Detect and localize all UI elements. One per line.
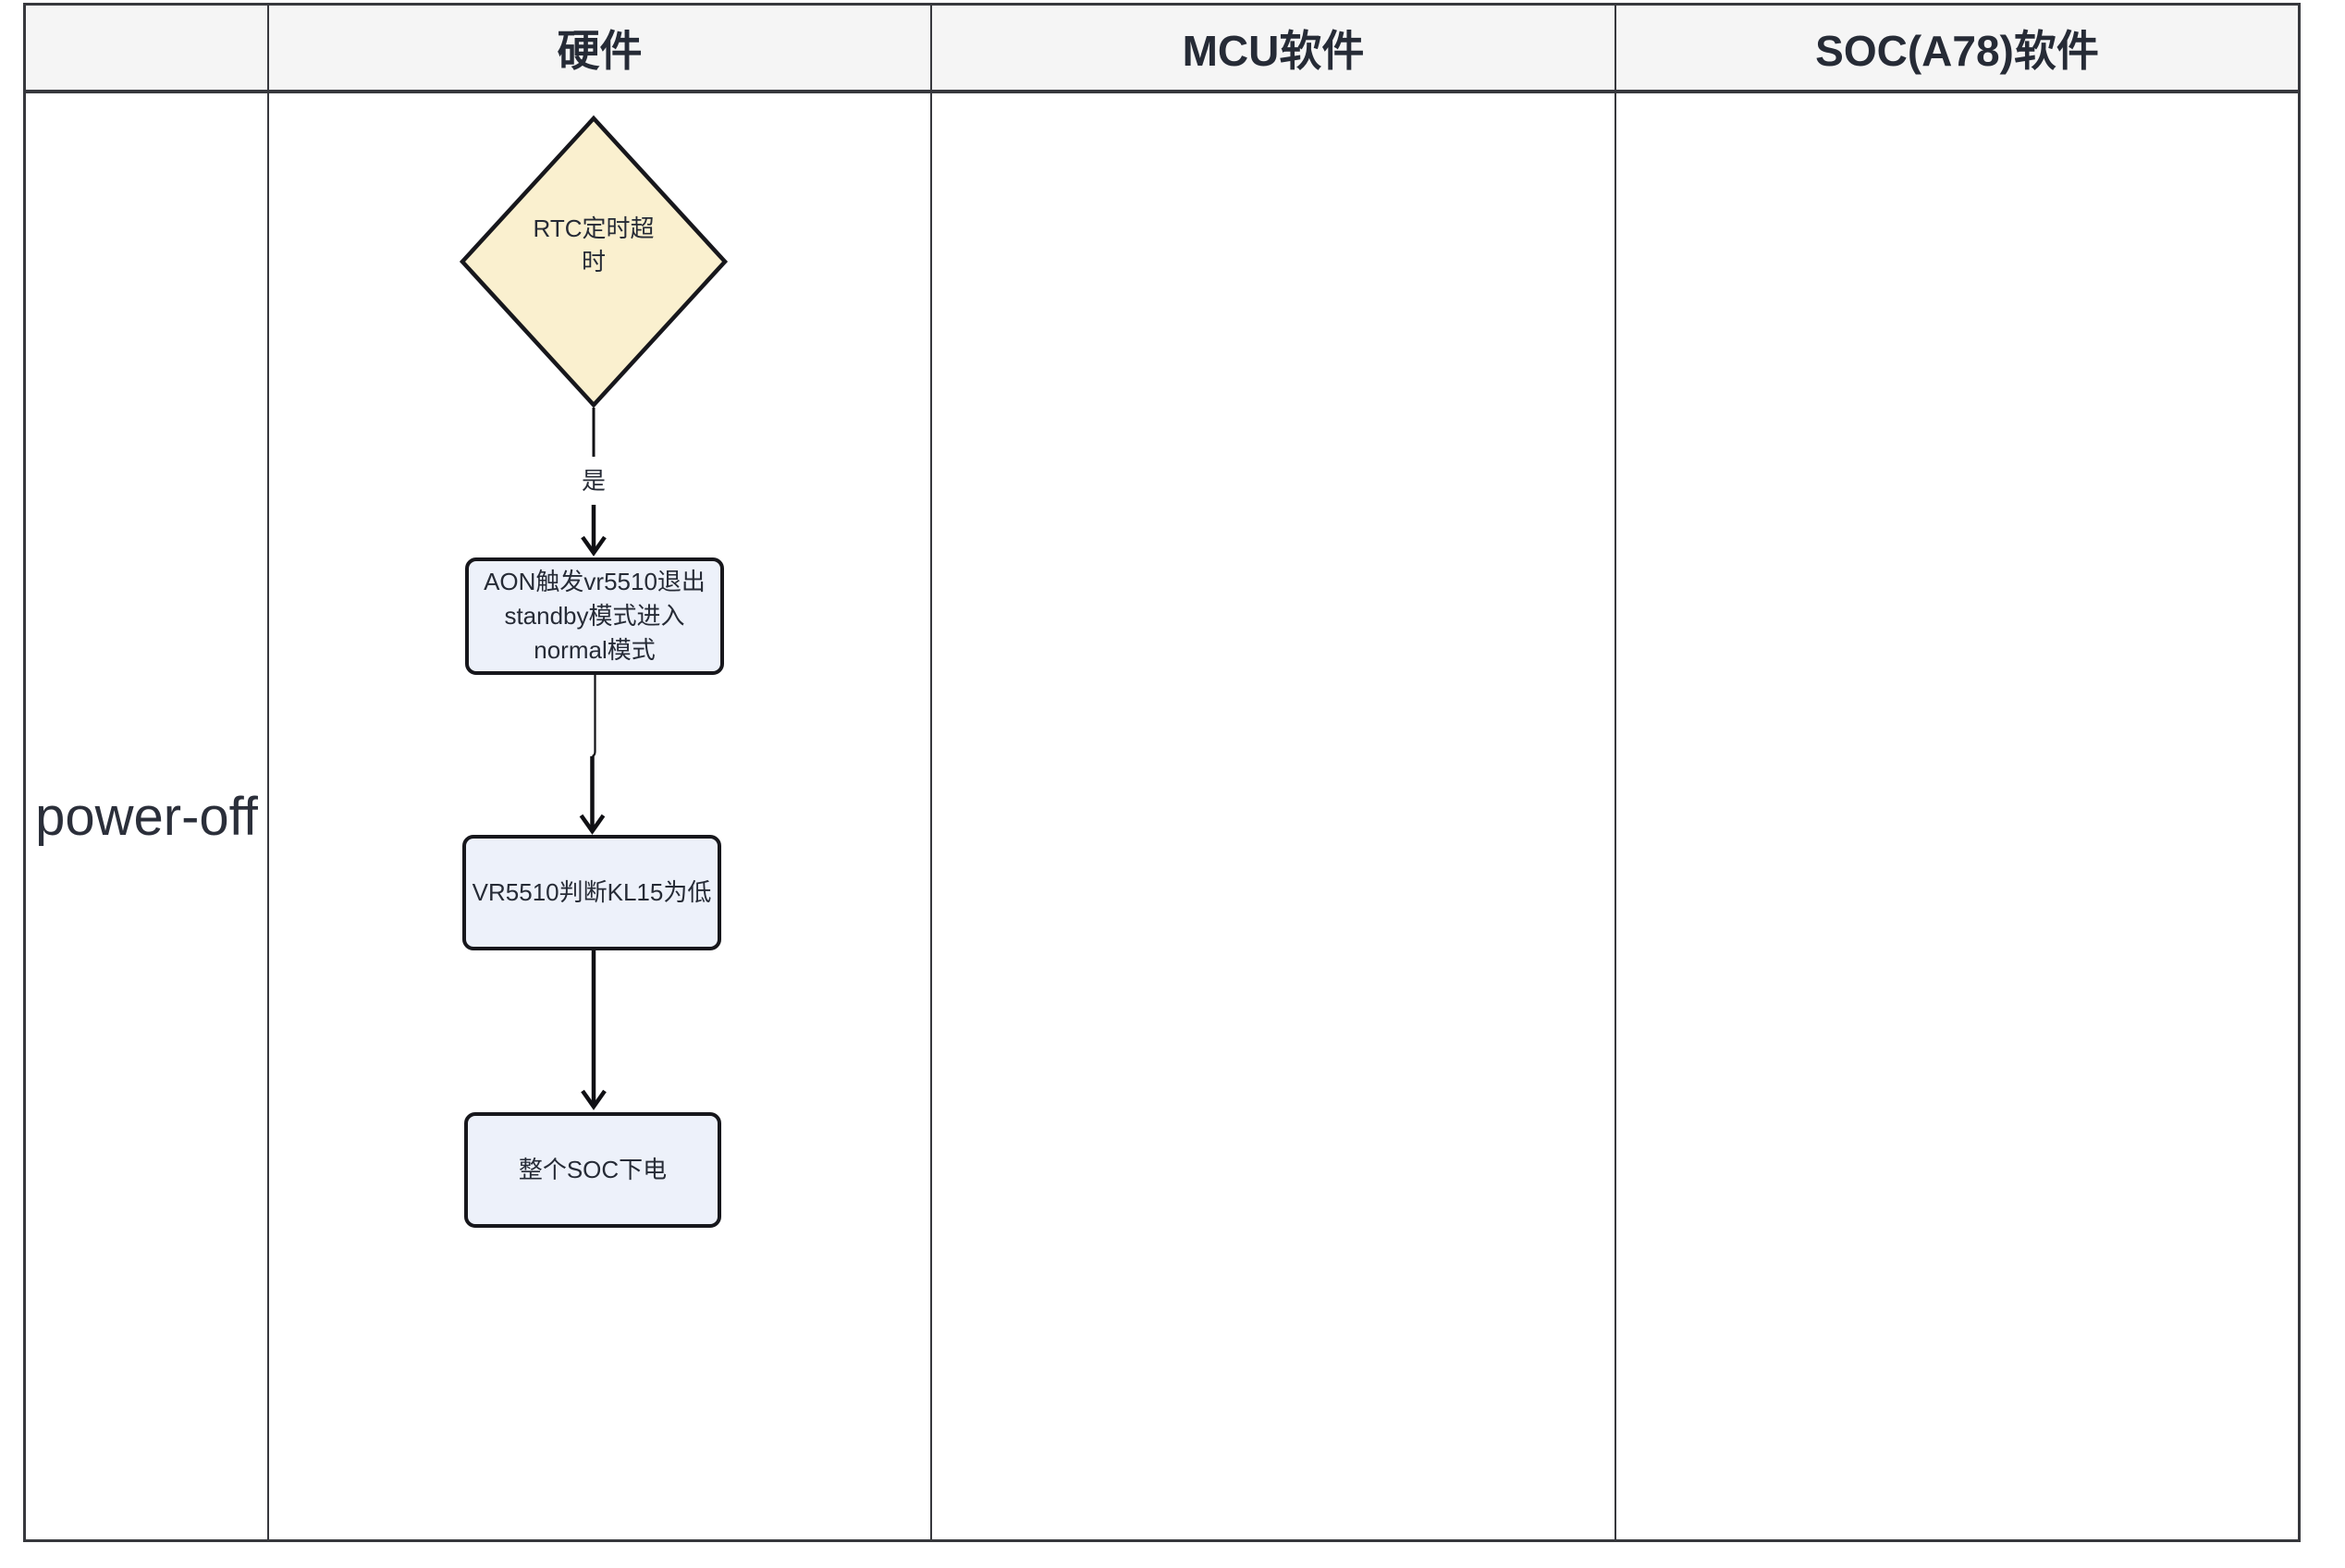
swimlane-table: 硬件 MCU软件 SOC(A78)软件 power-off	[23, 3, 2301, 1542]
lane-hardware	[269, 93, 932, 1539]
process-box-aon-wake-vr5510: AON触发vr5510退出standby模式进入normal模式	[465, 557, 724, 675]
process-box-soc-power-down: 整个SOC下电	[464, 1112, 721, 1228]
swimlane-header-row: 硬件 MCU软件 SOC(A78)软件	[26, 6, 2298, 93]
process-box-label: 整个SOC下电	[518, 1156, 668, 1183]
edge-label-yes: 是	[581, 467, 606, 495]
lane-soc-software	[1616, 93, 2298, 1539]
decision-node-rtc-timeout: RTC定时超时	[501, 180, 686, 310]
lane-mcu-software	[932, 93, 1616, 1539]
header-corner-cell	[26, 6, 269, 90]
decision-node-label: RTC定时超时	[533, 214, 655, 276]
process-box-vr5510-kl15-low: VR5510判断KL15为低	[462, 835, 721, 950]
header-cell-mcu-software: MCU软件	[932, 6, 1616, 90]
row-label-cell: power-off	[26, 93, 269, 1539]
process-box-label: VR5510判断KL15为低	[472, 878, 712, 906]
row-label-power-off: power-off	[35, 786, 258, 847]
process-box-label: AON触发vr5510退出standby模式进入normal模式	[484, 568, 706, 664]
header-cell-hardware: 硬件	[269, 6, 932, 90]
swimlane-body-row: power-off	[26, 93, 2298, 1539]
header-cell-soc-software: SOC(A78)软件	[1815, 26, 2099, 75]
